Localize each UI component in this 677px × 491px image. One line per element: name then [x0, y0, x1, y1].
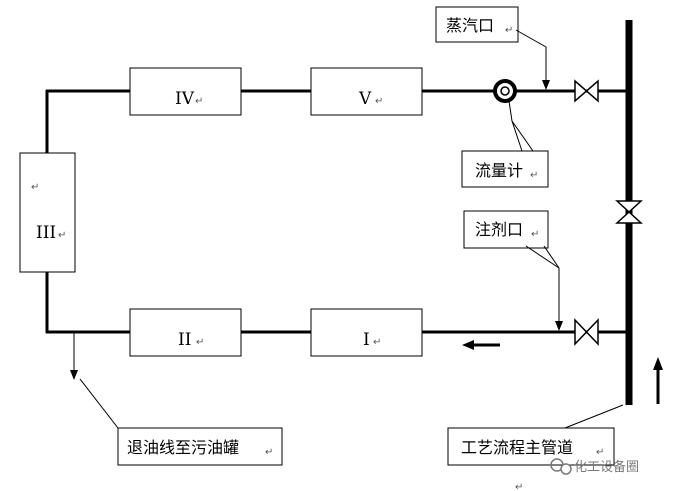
unit-box-I: I ↵: [310, 308, 423, 357]
wechat-logo-icon: [550, 458, 572, 475]
callout-steam-inlet: 蒸汽口 ↵: [435, 6, 550, 90]
main-pipe-label: 工艺流程主管道: [461, 438, 573, 457]
watermark-text: 化工设备圈: [574, 459, 639, 475]
paragraph-mark: ↵: [515, 482, 523, 491]
svg-text:↵: ↵: [596, 447, 604, 458]
valve-main-icon: [615, 200, 643, 224]
valve-bottom-icon: [574, 318, 599, 346]
unit-label-I: I: [363, 330, 370, 350]
unit-box-II: II ↵: [129, 308, 242, 357]
unit-box-V: V ↵: [310, 67, 423, 116]
callout-main-pipe: 工艺流程主管道 ↵: [447, 404, 624, 466]
unit-label-II: II: [178, 330, 191, 350]
flow-arrow-left: [462, 340, 500, 350]
svg-text:↵: ↵: [375, 96, 383, 107]
oil-drain-label: 退油线至污油罐: [127, 438, 239, 457]
steam-inlet-label: 蒸汽口: [446, 16, 494, 35]
svg-text:↵: ↵: [195, 96, 203, 107]
svg-text:↵: ↵: [530, 170, 538, 181]
unit-label-IV: IV: [175, 89, 195, 109]
svg-text:↵: ↵: [265, 447, 273, 458]
watermark: 化工设备圈: [550, 458, 639, 475]
injection-inlet-label: 注剂口: [475, 220, 523, 239]
callout-flowmeter: 流量计 ↵: [461, 100, 549, 188]
unit-box-III: ↵ III ↵: [19, 152, 76, 273]
unit-box-IV: IV ↵: [129, 67, 242, 116]
unit-label-III: III: [36, 223, 56, 243]
svg-text:↵: ↵: [505, 25, 513, 36]
svg-text:↵: ↵: [531, 229, 539, 240]
svg-text:↵: ↵: [31, 182, 39, 193]
callout-injection-inlet: 注剂口 ↵: [463, 210, 563, 331]
svg-text:↵: ↵: [196, 337, 204, 348]
callout-oil-drain: 退油线至污油罐 ↵: [70, 333, 283, 466]
svg-text:↵: ↵: [58, 230, 66, 241]
flowmeter-icon: [493, 79, 517, 103]
flowmeter-label: 流量计: [475, 161, 523, 180]
svg-text:↵: ↵: [373, 337, 381, 348]
flow-arrow-up: [653, 357, 663, 404]
valve-top-icon: [574, 79, 599, 103]
unit-label-V: V: [358, 89, 372, 109]
